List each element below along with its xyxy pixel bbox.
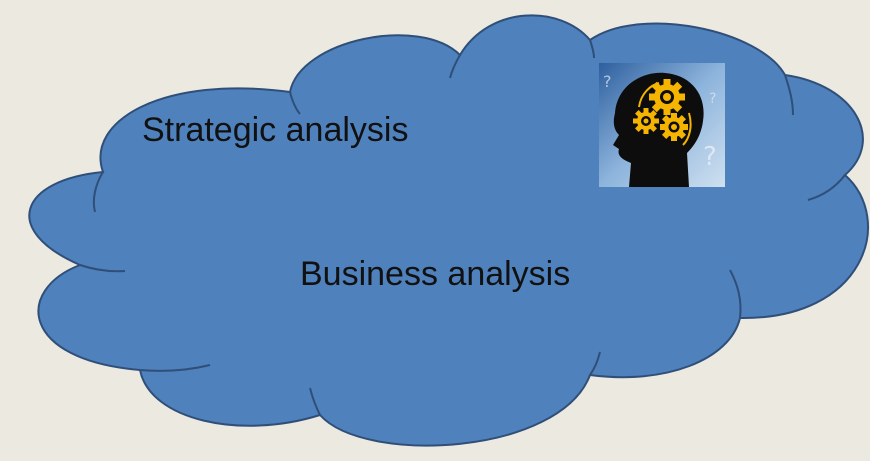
cloud-inner-arc	[79, 264, 126, 273]
cloud-body	[28, 14, 869, 447]
cloud-inner-arc	[139, 364, 211, 372]
cloud-inner-arc	[589, 39, 595, 59]
gear-icon	[649, 79, 685, 115]
cloud-inner-arc	[289, 91, 301, 115]
question-mark-icon: ?	[709, 91, 716, 107]
rotation-arrow	[682, 112, 692, 146]
cloud-inner-arc	[309, 387, 321, 416]
gear-icon	[660, 113, 688, 141]
cloud-inner-arc	[807, 174, 846, 201]
strategic-analysis-label: Strategic analysis	[142, 111, 409, 149]
question-mark-icon: ?	[703, 142, 717, 172]
cloud-inner-arc	[92, 171, 104, 213]
business-analysis-label: Business analysis	[300, 255, 571, 293]
rotation-arrow	[638, 82, 660, 108]
head-silhouette	[613, 72, 704, 187]
cloud-inner-arc	[449, 54, 461, 79]
question-mark-icon: ?	[603, 72, 612, 91]
gear-icon	[633, 108, 659, 134]
head-with-gears-icon: ? ? ?	[599, 63, 725, 187]
cloud-inner-arc	[589, 351, 601, 376]
cloud-inner-arc	[784, 74, 794, 116]
cloud-inner-arc	[729, 269, 742, 319]
